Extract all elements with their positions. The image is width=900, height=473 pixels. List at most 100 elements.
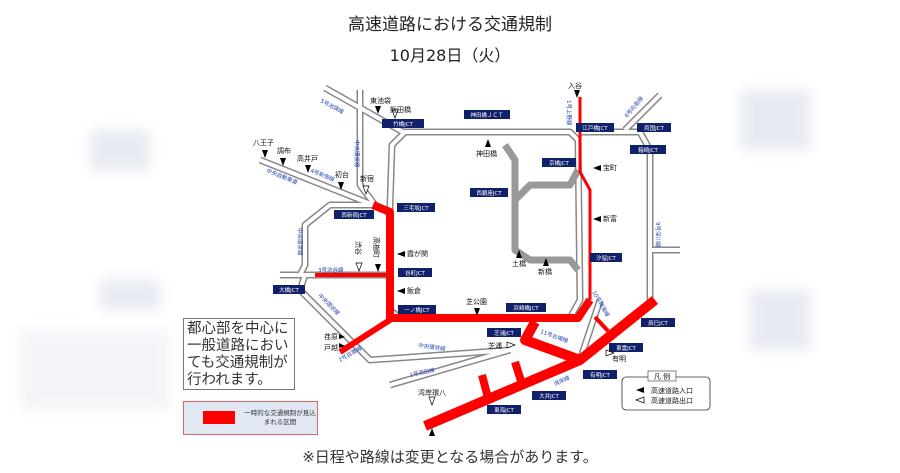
svg-text:芝浦: 芝浦 [488,341,502,350]
ramp-entrance: 新橋 [538,258,552,276]
jct-label: 芝浦JCT [487,328,521,337]
ramp-entrance: 芝公園 [466,297,487,316]
restriction-branch-1 [478,373,492,400]
svg-text:辰巳JCT: 辰巳JCT [648,320,668,327]
restriction-wangan [423,296,659,431]
ramp-exit: 飯田橋 [390,105,411,119]
jct-label: 辰巳JCT [641,318,675,327]
ramp-entrance: 新富 [593,214,617,223]
restriction-legend: 一時的な交通規制が見込まれる区間 [183,401,318,435]
svg-text:三宅坂JCT: 三宅坂JCT [403,204,429,212]
svg-text:調布: 調布 [277,146,291,155]
general-road-notice: 都心部を中心に一般道路においても交通規制が行われます。 [183,318,295,390]
date-label: 10月28日（火） [389,46,511,65]
ramp-entrance: 調布 [277,146,291,166]
route-label: 1号上野線 [565,100,573,126]
jct-label: 浜崎橋JCT [506,303,546,312]
jct-label: 西銀座JCT [470,188,508,197]
ramp-entrance: 土橋 [512,250,526,268]
jct-labels: 竹橋JCT 神田橋ＪＣＴ 江戸橋JCT 両国JCT 箱崎JCT 京橋JCT 西銀… [273,110,675,414]
jct-label: 京橋JCT [542,158,576,167]
svg-text:神田橋ＪＣＴ: 神田橋ＪＣＴ [470,111,503,119]
ramp-entrance: 戸越 [324,343,345,352]
restriction-2-meguro [338,315,395,355]
ramp-exit: 芝浦 [488,341,516,350]
restriction-branch-2 [511,360,526,386]
jct-label: 東雲JCT [609,343,643,352]
route-label: 中央環状線 [353,140,361,168]
jct-label: 一ノ橋JCT [398,305,436,314]
svg-text:東海JCT: 東海JCT [494,406,514,414]
svg-text:神田橋: 神田橋 [476,149,497,158]
entrance-marker-icon [429,428,435,436]
svg-text:八王子: 八王子 [253,139,274,147]
jct-label: 汐留JCT [590,253,622,262]
route-label: 中央環状線 [296,228,304,256]
jct-label: 谷町JCT [398,268,432,277]
restriction-ueno [578,97,592,300]
page-title: 高速道路における交通規制 [348,15,552,35]
svg-text:両国JCT: 両国JCT [644,125,664,132]
ramp-entrance: 入谷 [568,81,582,98]
svg-text:大井JCT: 大井JCT [539,392,559,400]
jct-label: 箱崎JCT [630,145,666,154]
exit-legend-icon [635,396,645,404]
svg-text:新宿: 新宿 [360,174,374,183]
ramp-exit: 渋谷 [354,241,363,272]
ramps: 東池袋 飯田橋 八王子 調布 高井戸 初台 新宿 入谷 神田橋 宝町 新富 土橋… [253,81,626,436]
jct-label: 江戸橋JCT [576,123,614,132]
entrance-legend-icon [636,387,644,393]
svg-text:芝公園: 芝公園 [466,297,487,306]
jct-label: 竹橋JCT [382,119,424,128]
restriction-10-harumi [593,315,610,333]
legend-entrance: 高速道路入口 [651,386,693,395]
svg-text:飯田橋: 飯田橋 [390,105,411,114]
svg-text:江戸橋JCT: 江戸橋JCT [582,124,608,132]
svg-text:飯倉: 飯倉 [407,286,421,295]
ramp-entrance: 高樹町 [372,237,381,272]
svg-text:大橋JCT: 大橋JCT [279,286,299,294]
svg-text:高樹町: 高樹町 [372,237,381,258]
svg-text:有明JCT: 有明JCT [590,371,610,379]
svg-text:京橋JCT: 京橋JCT [549,159,569,167]
svg-text:芝浦JCT: 芝浦JCT [494,329,514,337]
jct-label: 神田橋ＪＣＴ [464,110,510,119]
svg-text:戸越: 戸越 [324,343,338,352]
route-label: 3号渋谷線 [318,266,344,274]
blurred-background-left [0,0,180,473]
svg-text:東雲JCT: 東雲JCT [616,344,636,352]
ramp-entrance: 荏原 [324,333,345,341]
svg-text:新富: 新富 [603,214,617,223]
footnote: ※日程や路線は変更となる場合があります。 [302,448,598,466]
jct-label: 大橋JCT [273,285,305,294]
ramp-entrance: 霞が関 [397,249,428,258]
svg-text:谷町JCT: 谷町JCT [405,269,425,277]
svg-text:浜崎橋JCT: 浜崎橋JCT [513,304,539,312]
svg-text:初台: 初台 [335,170,349,179]
svg-text:宝町: 宝町 [603,163,617,172]
ramp-entrance: 八王子 [253,139,274,158]
ramp-entrance: 飯倉 [397,286,421,295]
svg-text:渋谷: 渋谷 [354,241,363,255]
ramp-exit: 有明 [605,349,626,363]
svg-text:霞が関: 霞が関 [407,249,428,258]
restriction-11-daiba [520,319,582,365]
jct-label: 両国JCT [637,123,671,132]
restriction-swatch [203,411,235,424]
route-label: 中央環状線 [418,341,447,353]
svg-text:入谷: 入谷 [568,81,582,90]
ramp-entrance: 高井戸 [297,154,318,173]
svg-text:高井戸: 高井戸 [297,154,318,163]
jct-label: 西新宿JCT [334,210,374,219]
map-legend: 凡 例 高速道路入口 高速道路出口 [621,370,711,411]
jct-label: 東海JCT [487,405,521,414]
roads [258,84,680,389]
svg-text:箱崎JCT: 箱崎JCT [638,146,658,154]
road-yaesu-gray [502,143,582,273]
svg-text:土橋: 土橋 [512,259,526,268]
legend-exit: 高速道路出口 [651,396,693,405]
route-label: 9号深川線 [654,222,662,248]
ramp-entrance: 初台 [335,170,349,190]
restriction-legend-label: 一時的な交通規制が見込まれる区間 [244,409,316,426]
